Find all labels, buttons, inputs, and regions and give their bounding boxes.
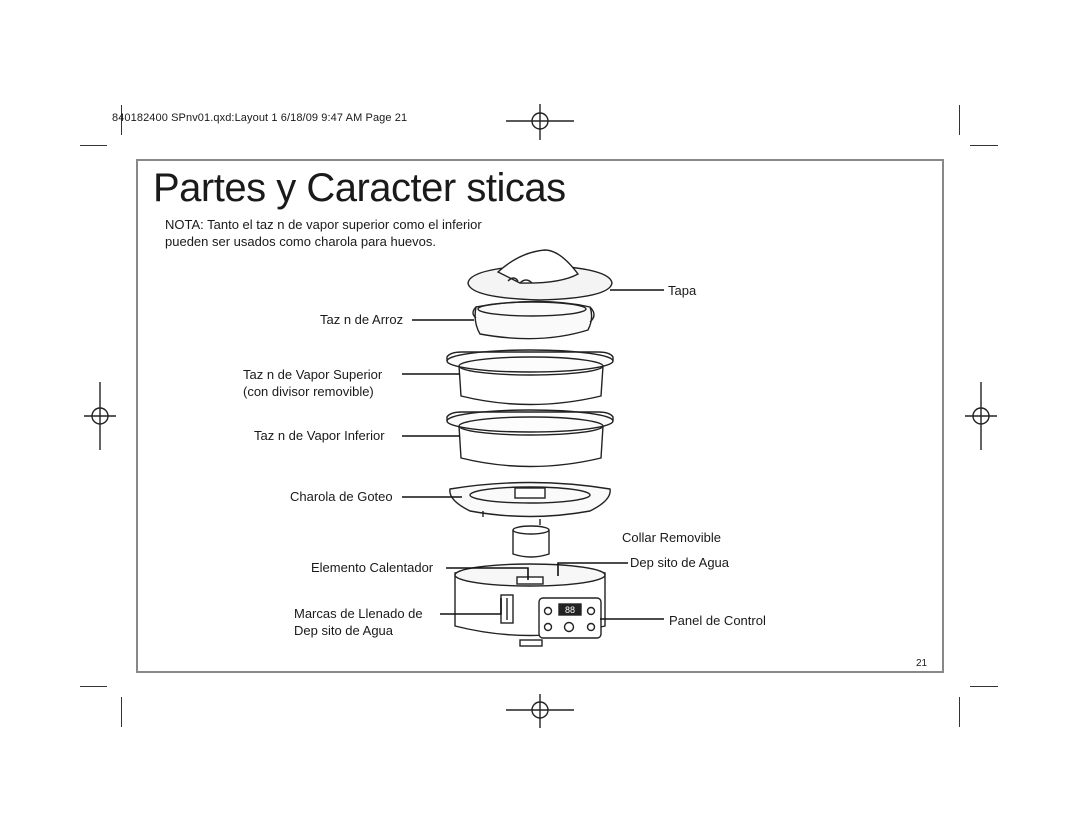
crop-mark <box>959 105 960 135</box>
base-illustration <box>454 563 606 647</box>
label-upper-steamer: Taz n de Vapor Superior (con divisor rem… <box>243 366 382 400</box>
registration-target <box>84 382 116 450</box>
registration-target <box>506 694 574 728</box>
label-fill-marks-line2: Dep sito de Agua <box>294 623 394 638</box>
rice-bowl-illustration <box>472 300 595 340</box>
label-lower-steamer: Taz n de Vapor Inferior <box>254 428 385 443</box>
display-digits: 88 <box>565 605 575 615</box>
registration-target <box>965 382 997 450</box>
content-frame <box>136 159 944 673</box>
label-rice-bowl: Taz n de Arroz <box>320 312 404 327</box>
note-line-1: NOTA: Tanto el taz n de vapor superior c… <box>165 217 482 232</box>
label-heating-element: Elemento Calentador <box>311 560 434 575</box>
upper-steamer-illustration <box>446 349 614 406</box>
label-upper-steamer-line2: (con divisor removible) <box>243 384 374 399</box>
page-title: Partes y Caracter sticas <box>153 166 566 210</box>
label-upper-steamer-line1: Taz n de Vapor Superior <box>243 367 383 382</box>
label-control-panel: Panel de Control <box>669 613 766 628</box>
registration-target <box>506 104 574 140</box>
crop-mark <box>970 686 998 687</box>
note-text: NOTA: Tanto el taz n de vapor superior c… <box>165 216 505 250</box>
page-number: 21 <box>916 658 928 669</box>
lid-illustration <box>467 249 613 301</box>
label-fill-marks: Marcas de Llenado de Dep sito de Agua <box>294 605 423 639</box>
leader-lines <box>402 289 664 620</box>
label-fill-marks-line1: Marcas de Llenado de <box>294 606 423 621</box>
crop-mark <box>121 697 122 727</box>
crop-mark <box>959 697 960 727</box>
collar-illustration <box>512 525 550 558</box>
note-line-2: pueden ser usados como charola para huev… <box>165 234 437 249</box>
crop-mark <box>970 145 998 146</box>
label-tapa: Tapa <box>668 283 697 298</box>
crop-mark <box>80 145 107 146</box>
drip-tray-illustration <box>449 481 611 525</box>
label-collar: Collar Removible <box>622 530 721 545</box>
slug-line: 840182400 SPnv01.qxd:Layout 1 6/18/09 9:… <box>112 112 408 124</box>
lower-steamer-illustration <box>446 409 614 468</box>
crop-mark <box>121 105 122 135</box>
crop-mark <box>80 686 107 687</box>
label-drip-tray: Charola de Goteo <box>290 489 393 504</box>
label-reservoir: Dep sito de Agua <box>630 555 730 570</box>
